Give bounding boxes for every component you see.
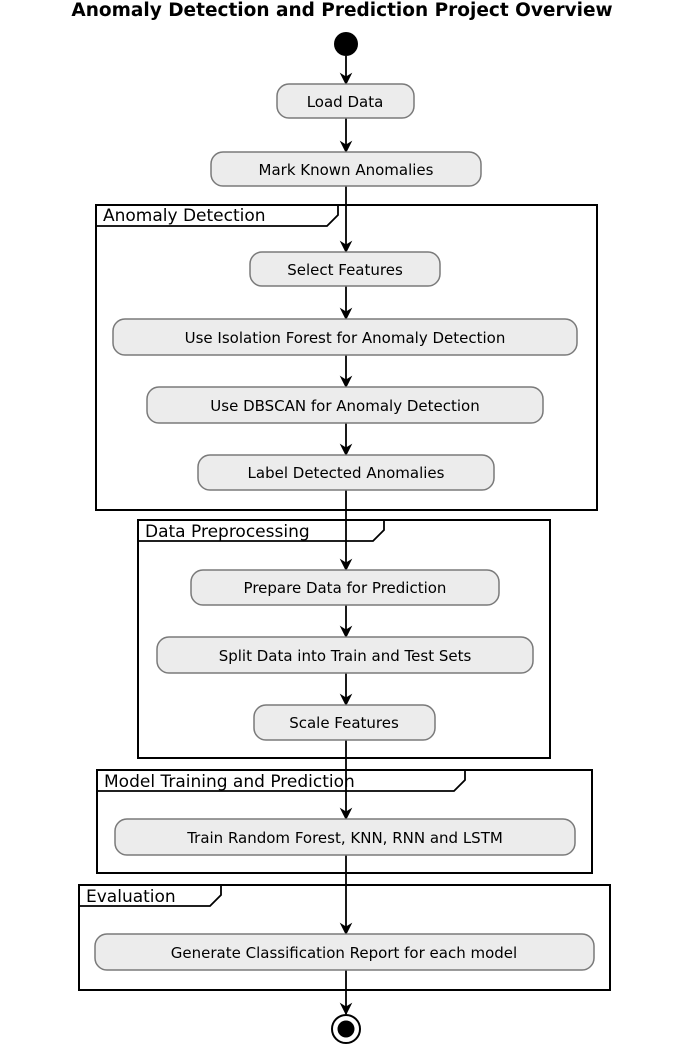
- group-label: Model Training and Prediction: [104, 772, 355, 792]
- activity-load-data: Load Data: [276, 83, 415, 119]
- end-node: [331, 1014, 361, 1044]
- svg-text:Generate Classification Report: Generate Classification Report for each …: [171, 944, 517, 962]
- svg-text:Label Detected Anomalies: Label Detected Anomalies: [248, 464, 445, 482]
- activity-mark-known-anomalies: Mark Known Anomalies: [210, 151, 482, 187]
- svg-text:Train Random Forest, KNN, RNN: Train Random Forest, KNN, RNN and LSTM: [186, 829, 503, 847]
- group-evaluation: Evaluation: [78, 884, 611, 991]
- svg-text:Use Isolation Forest for Anoma: Use Isolation Forest for Anomaly Detecti…: [185, 329, 506, 347]
- svg-text:Use DBSCAN for Anomaly Detecti: Use DBSCAN for Anomaly Detection: [210, 397, 479, 415]
- group-label: Data Preprocessing: [145, 522, 310, 542]
- activity-scale-features: Scale Features: [253, 704, 436, 741]
- activity-generate-report: Generate Classification Report for each …: [94, 933, 595, 971]
- activity-dbscan: Use DBSCAN for Anomaly Detection: [146, 386, 544, 424]
- svg-text:Select Features: Select Features: [287, 261, 403, 279]
- group-data-preprocessing: Data Preprocessing: [137, 519, 551, 759]
- activity-select-features: Select Features: [249, 251, 441, 287]
- group-label: Evaluation: [86, 887, 176, 907]
- svg-text:Mark Known Anomalies: Mark Known Anomalies: [259, 161, 434, 179]
- activity-nodes: Load Data Mark Known Anomalies Select Fe…: [94, 83, 595, 971]
- group-label: Anomaly Detection: [103, 206, 266, 226]
- activity-split-data: Split Data into Train and Test Sets: [156, 636, 534, 674]
- start-node: [334, 32, 358, 56]
- activity-train-models: Train Random Forest, KNN, RNN and LSTM: [114, 818, 576, 856]
- svg-text:Prepare Data for Prediction: Prepare Data for Prediction: [244, 579, 447, 597]
- svg-text:Load Data: Load Data: [307, 93, 384, 111]
- svg-text:Split Data into Train and Test: Split Data into Train and Test Sets: [219, 647, 472, 665]
- group-model-training: Model Training and Prediction: [96, 769, 593, 874]
- activity-isolation-forest: Use Isolation Forest for Anomaly Detecti…: [112, 318, 578, 356]
- activity-prepare-data: Prepare Data for Prediction: [190, 569, 500, 606]
- activity-label-detected-anomalies: Label Detected Anomalies: [197, 454, 495, 491]
- svg-text:Scale Features: Scale Features: [289, 714, 399, 732]
- group-anomaly-detection: Anomaly Detection: [95, 204, 598, 511]
- diagram-title: Anomaly Detection and Prediction Project…: [71, 0, 612, 21]
